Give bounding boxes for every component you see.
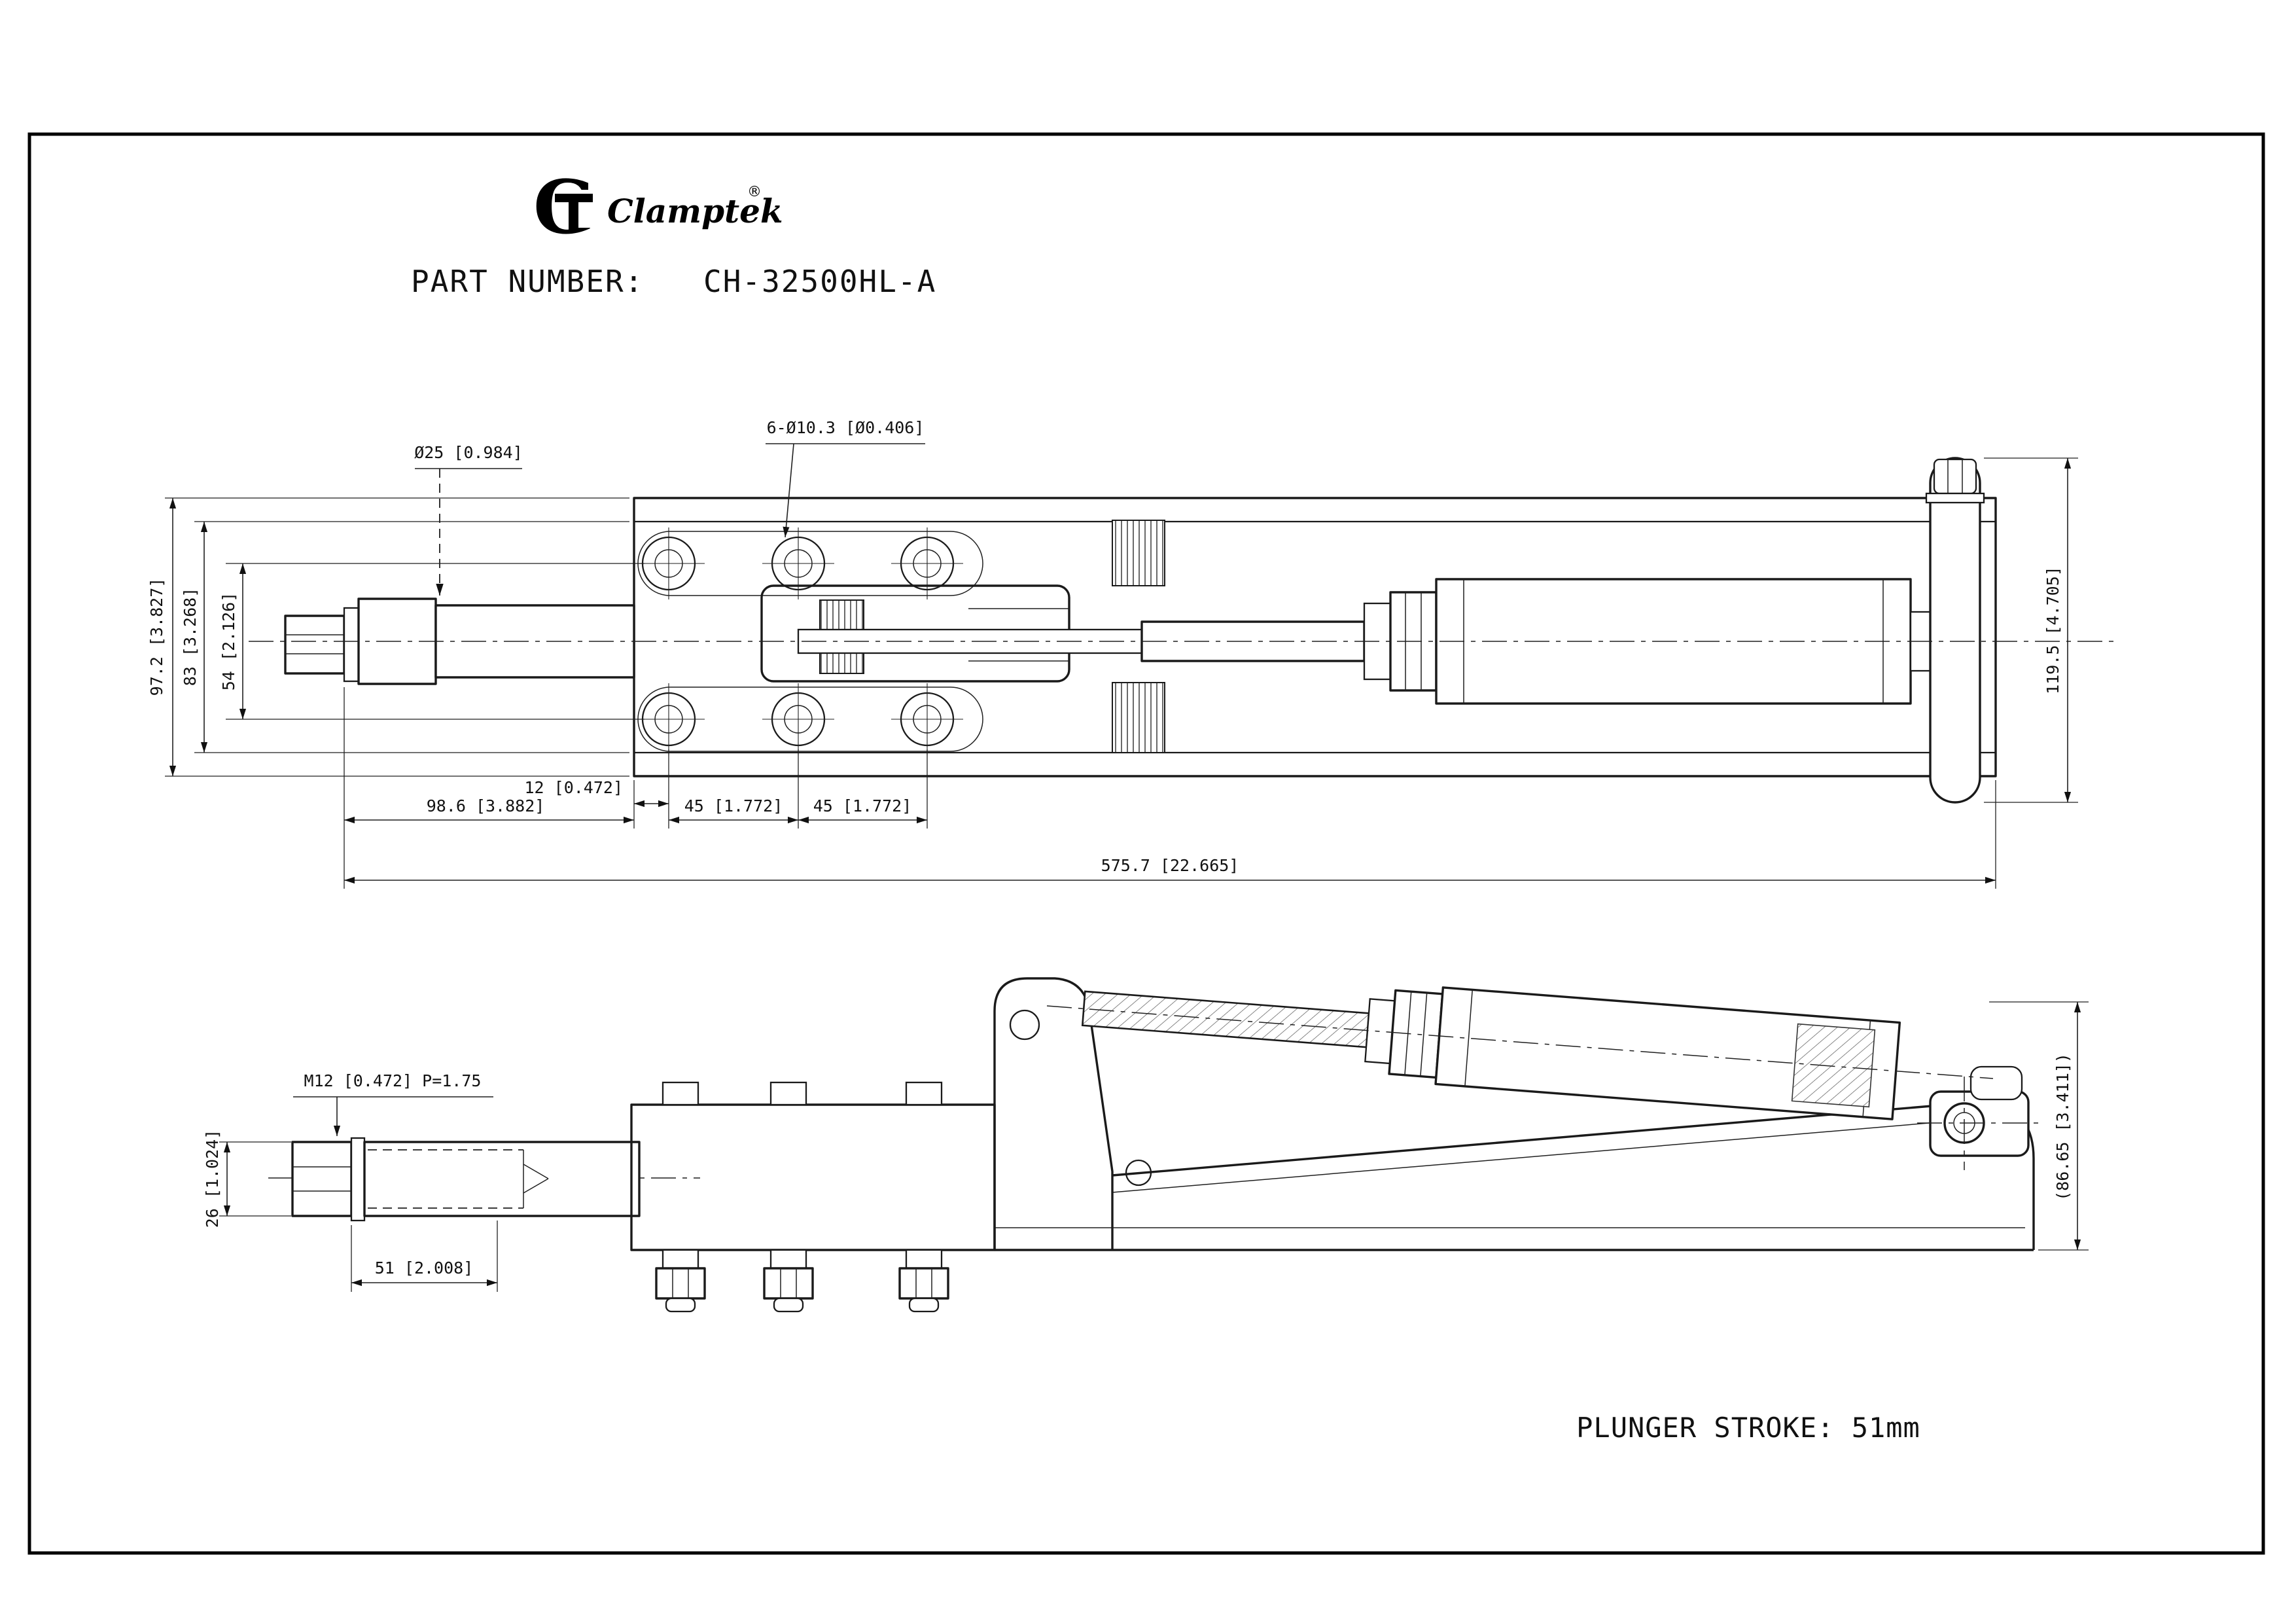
dim-plunger-ext: 98.6 [3.882] — [427, 796, 545, 815]
dim-hole-row-spacing: 54 [2.126] — [219, 592, 238, 691]
dim-height-ref: (86.65 [3.411]) — [2053, 1053, 2072, 1201]
handle-centerline — [1046, 1005, 1994, 1079]
callout-plunger-dia: Ø25 [0.984] — [414, 443, 523, 462]
dim-hole-pitch-1: 45 [1.772] — [684, 796, 783, 815]
title-block: PART NUMBER: CH-32500HL-A — [411, 264, 936, 299]
handle-bar-plan — [1925, 457, 1985, 804]
callout-thread: M12 [0.472] P=1.75 — [304, 1071, 482, 1090]
side-view-dimensions: 26 [1.024] M12 [0.472] P=1.75 51 [2.008]… — [203, 1001, 2089, 1292]
side-view: 26 [1.024] M12 [0.472] P=1.75 51 [2.008]… — [203, 977, 2089, 1313]
pivot-side — [1917, 1065, 2041, 1170]
callout-holes: 6-Ø10.3 [Ø0.406] — [767, 418, 925, 437]
dim-hole-pitch-2: 45 [1.772] — [813, 796, 912, 815]
plunger-side — [291, 1137, 641, 1222]
dim-handle-height: 119.5 [4.705] — [2043, 566, 2062, 694]
dim-plunger-dia-side: 26 [1.024] — [203, 1130, 222, 1228]
dim-edge-to-hole: 12 [0.472] — [524, 778, 623, 797]
brand-name: Clamptek — [607, 192, 783, 230]
part-number-label: PART NUMBER: — [411, 264, 644, 299]
mounting-studs — [655, 1081, 949, 1313]
toggle-mechanism-plan — [760, 520, 1366, 753]
part-number-value: CH-32500HL-A — [703, 264, 936, 299]
top-view: 97.2 [3.827] 83 [3.268] 54 [2.126] 119.5… — [147, 418, 2113, 889]
dim-rail-height: 83 [3.268] — [181, 588, 200, 687]
dim-body-height: 97.2 [3.827] — [147, 578, 166, 696]
plunger-stroke-note: PLUNGER STROKE: 51mm — [1576, 1412, 1920, 1444]
top-view-dimensions: 97.2 [3.827] 83 [3.268] 54 [2.126] 119.5… — [147, 418, 2078, 889]
drawing-border — [27, 132, 2265, 1555]
dim-overall-length: 575.7 [22.665] — [1101, 856, 1239, 875]
dim-thread-length: 51 [2.008] — [375, 1258, 474, 1277]
registered-mark: ® — [747, 184, 762, 200]
brand-logo: G Clamptek ® — [533, 165, 783, 251]
brand-t-stem — [569, 194, 578, 230]
